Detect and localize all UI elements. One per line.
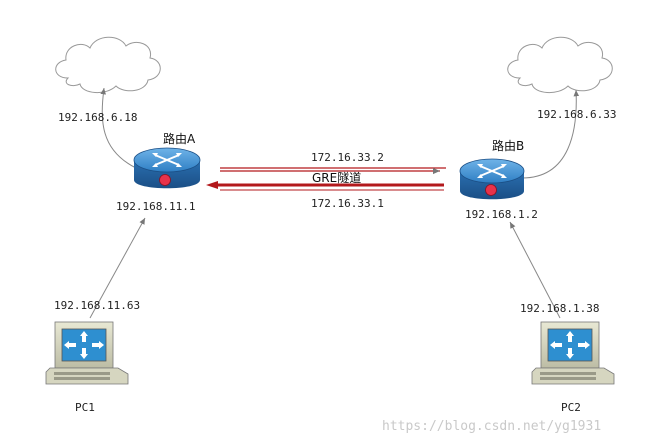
routerB-wan-ip: 192.168.6.33 — [537, 108, 616, 121]
routerA-lan-ip: 192.168.11.1 — [116, 200, 195, 213]
link-pc1-routerA — [89, 217, 146, 319]
tunnel-label: GRE隧道 — [312, 170, 361, 185]
watermark: https://blog.csdn.net/yg1931 — [382, 419, 601, 434]
pc1-name: PC1 — [75, 401, 95, 414]
router-a-icon — [133, 147, 201, 189]
cloud-right-icon — [507, 36, 613, 93]
tunnel-ip-b: 172.16.33.2 — [311, 151, 384, 164]
cloud-left-icon — [55, 36, 161, 93]
link-routerB-cloud — [521, 89, 580, 179]
router-b-icon — [459, 158, 525, 200]
link-pc2-routerB — [509, 221, 561, 319]
pc2-name: PC2 — [561, 401, 581, 414]
tunnel-ip-a: 172.16.33.1 — [311, 197, 384, 210]
pc2-icon — [531, 321, 615, 385]
routerB-name: 路由B — [492, 138, 524, 153]
routerB-lan-ip: 192.168.1.2 — [465, 208, 538, 221]
routerA-name: 路由A — [163, 131, 196, 146]
gre-tunnel — [206, 167, 446, 191]
routerA-wan-ip: 192.168.6.18 — [58, 111, 137, 124]
pc2-ip: 192.168.1.38 — [520, 302, 599, 315]
link-routerA-cloud — [100, 87, 137, 169]
pc1-icon — [45, 321, 129, 385]
pc1-ip: 192.168.11.63 — [54, 299, 140, 312]
